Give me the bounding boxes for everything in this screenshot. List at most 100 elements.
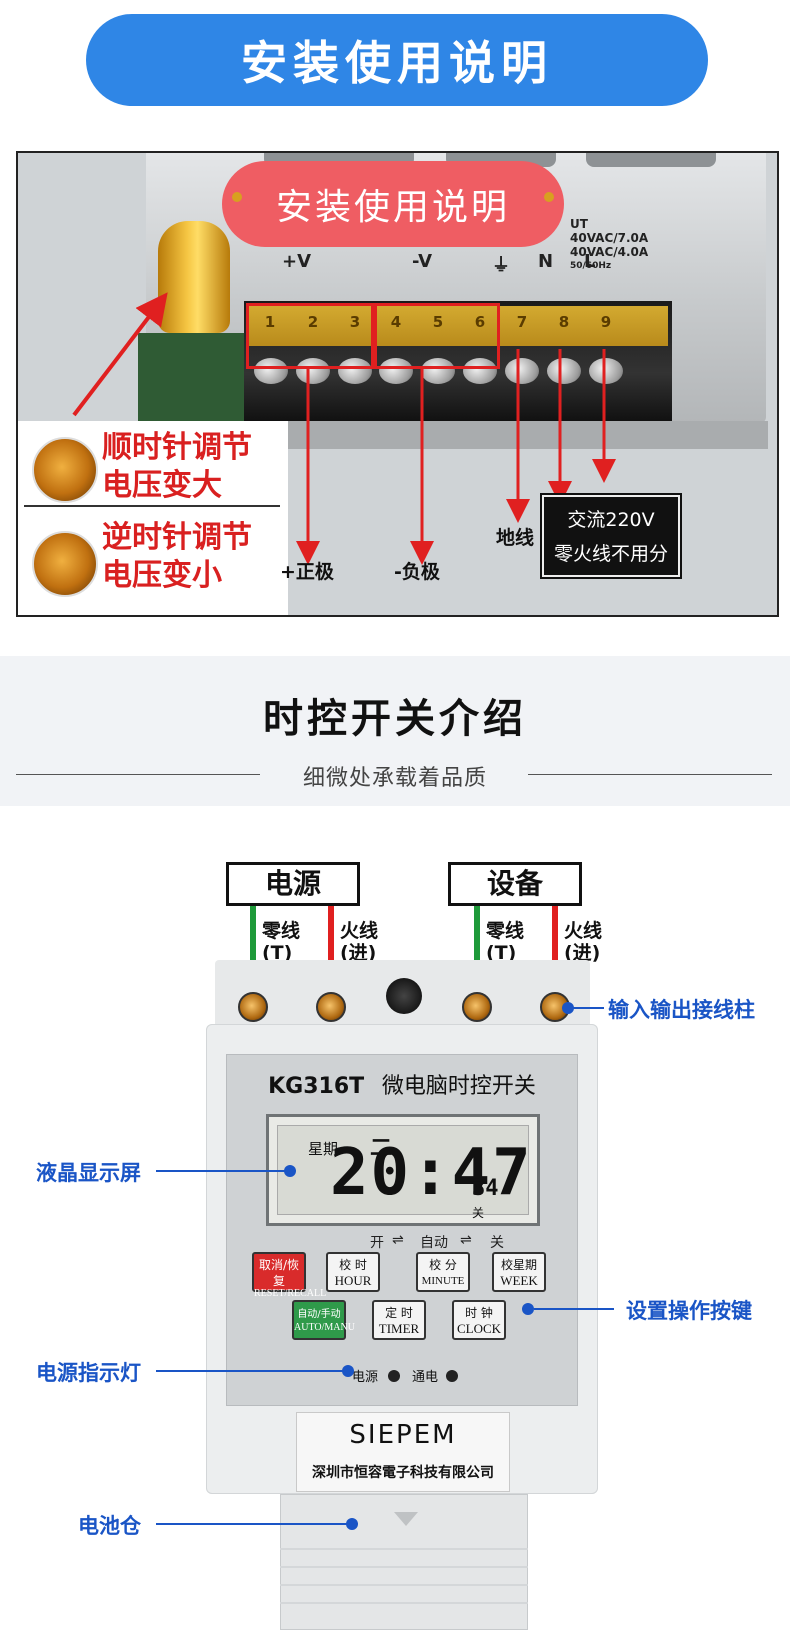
caption-negative: -负极	[394, 561, 440, 583]
spec-text: UT 40VAC/7.0A 40VAC/4.0A 50/60Hz	[570, 217, 649, 271]
terminal-screw	[589, 358, 623, 384]
battery-arrow-icon	[394, 1512, 418, 1526]
lcd-display	[266, 1114, 540, 1226]
terminal-post	[316, 992, 346, 1022]
label-ground: ⏚	[492, 255, 510, 276]
divider-left	[16, 774, 260, 775]
terminal-number: 7	[516, 313, 528, 331]
callout-dot	[346, 1518, 358, 1530]
on-led	[446, 1370, 458, 1382]
mode-arrow: ⇌	[392, 1232, 404, 1248]
terminal-screw	[254, 358, 288, 384]
pill-dot	[232, 192, 242, 202]
terminal-screw	[463, 358, 497, 384]
terminal-screw	[547, 358, 581, 384]
clock-button[interactable]: 时 钟 CLOCK	[452, 1300, 506, 1340]
device-screw-hole	[386, 978, 422, 1014]
divider	[24, 505, 280, 507]
terminal-number: 1	[264, 313, 276, 331]
auto-manu-button[interactable]: 自动/手动 AUTO/MANU	[292, 1300, 355, 1340]
terminal-number: 5	[432, 313, 444, 331]
live-wire-label: 火线 (进)	[340, 920, 379, 964]
lcd-week-label: 星期	[308, 1140, 339, 1158]
banner-title: 安装使用说明	[241, 36, 553, 90]
callout-lcd: 液晶显示屏	[36, 1161, 141, 1185]
terminal-screw	[505, 358, 539, 384]
caption-positive: +正极	[280, 561, 334, 583]
power-label: 电源	[226, 862, 360, 906]
callout-terminals: 输入输出接线柱	[608, 998, 755, 1022]
live-wire-label: 火线 (进)	[564, 920, 603, 964]
mode-off: 关	[490, 1235, 504, 1251]
callout-dot	[522, 1303, 534, 1315]
positive-terminal-highlight	[246, 303, 374, 369]
reset-recall-button[interactable]: 取消/恢复 RESET/RECALL	[252, 1252, 326, 1299]
lcd-week-value: 二	[370, 1136, 393, 1161]
negative-terminal-highlight	[374, 303, 500, 369]
caption-ground: 地线	[496, 527, 535, 549]
annotation-arrows	[72, 292, 616, 565]
terminal-screw	[296, 358, 330, 384]
callout-buttons: 设置操作按键	[626, 1299, 752, 1323]
minute-button[interactable]: 校 分 MINUTE	[416, 1252, 470, 1292]
terminal-screw	[379, 358, 413, 384]
intro-title: 时控开关介绍	[263, 696, 527, 742]
neutral-wire-power	[250, 906, 256, 998]
battery-ridge	[280, 1584, 528, 1586]
voltage-knob	[158, 221, 230, 333]
neutral-wire-label: 零线 (T)	[262, 920, 301, 964]
counterclockwise-knob-icon	[32, 531, 98, 597]
live-wire-device	[552, 906, 558, 998]
intro-subtitle: 细微处承载着品质	[302, 766, 487, 791]
overlay-title-pill: 安装使用说明	[222, 161, 564, 247]
device-panel	[226, 1054, 578, 1406]
neutral-wire-label: 零线 (T)	[486, 920, 525, 964]
device-model: KG316T	[268, 1074, 365, 1099]
label-negative: -V	[412, 251, 433, 272]
lcd-screen	[277, 1125, 529, 1215]
label-neutral: N	[538, 251, 554, 272]
hour-button[interactable]: 校 时 HOUR	[326, 1252, 380, 1292]
terminal-cover	[248, 306, 668, 346]
on-led-label: 通电	[412, 1370, 439, 1385]
callout-line	[156, 1370, 346, 1372]
company-name: 深圳市恒容電子科技有限公司	[312, 1465, 494, 1481]
terminal-screw	[421, 358, 455, 384]
callout-line	[156, 1170, 286, 1172]
timer-button[interactable]: 定 时 TIMER	[372, 1300, 426, 1340]
power-led	[388, 1370, 400, 1382]
overlay-title: 安装使用说明	[275, 187, 510, 228]
callout-line	[568, 1007, 604, 1009]
clockwise-text: 顺时针调节 电压变大	[102, 430, 252, 503]
terminal-number: 6	[474, 313, 486, 331]
counterclockwise-text: 逆时针调节 电压变小	[102, 520, 252, 593]
brand-plate	[296, 1412, 510, 1492]
live-wire-power	[328, 906, 334, 998]
lcd-seconds: 34	[472, 1176, 499, 1201]
mode-arrow: ⇌	[460, 1232, 472, 1248]
lcd-time: 20:47	[330, 1136, 533, 1210]
device-title: KG316T 微电脑时控开关	[226, 1068, 578, 1100]
divider-right	[528, 774, 772, 775]
neutral-wire-device	[474, 906, 480, 998]
terminal-post	[462, 992, 492, 1022]
terminal-screw	[338, 358, 372, 384]
callout-line	[534, 1308, 614, 1310]
power-led-label: 电源	[352, 1370, 379, 1385]
callout-line	[156, 1523, 350, 1525]
terminal-number: 2	[307, 313, 319, 331]
week-button[interactable]: 校星期 WEEK	[492, 1252, 546, 1292]
ac-info-box: 交流220V 零火线不用分	[540, 493, 682, 579]
equipment-label: 设备	[448, 862, 582, 906]
device-name: 微电脑时控开关	[381, 1074, 536, 1099]
terminal-number: 3	[349, 313, 361, 331]
callout-battery: 电池仓	[78, 1514, 141, 1538]
callout-dot	[284, 1165, 296, 1177]
mode-on: 开	[370, 1235, 384, 1251]
intro-section: 时控开关介绍 细微处承载着品质	[0, 656, 790, 806]
terminal-post	[238, 992, 268, 1022]
battery-ridge	[280, 1566, 528, 1568]
label-positive: +V	[282, 251, 312, 272]
callout-dot	[342, 1365, 354, 1377]
terminal-number: 4	[390, 313, 402, 331]
